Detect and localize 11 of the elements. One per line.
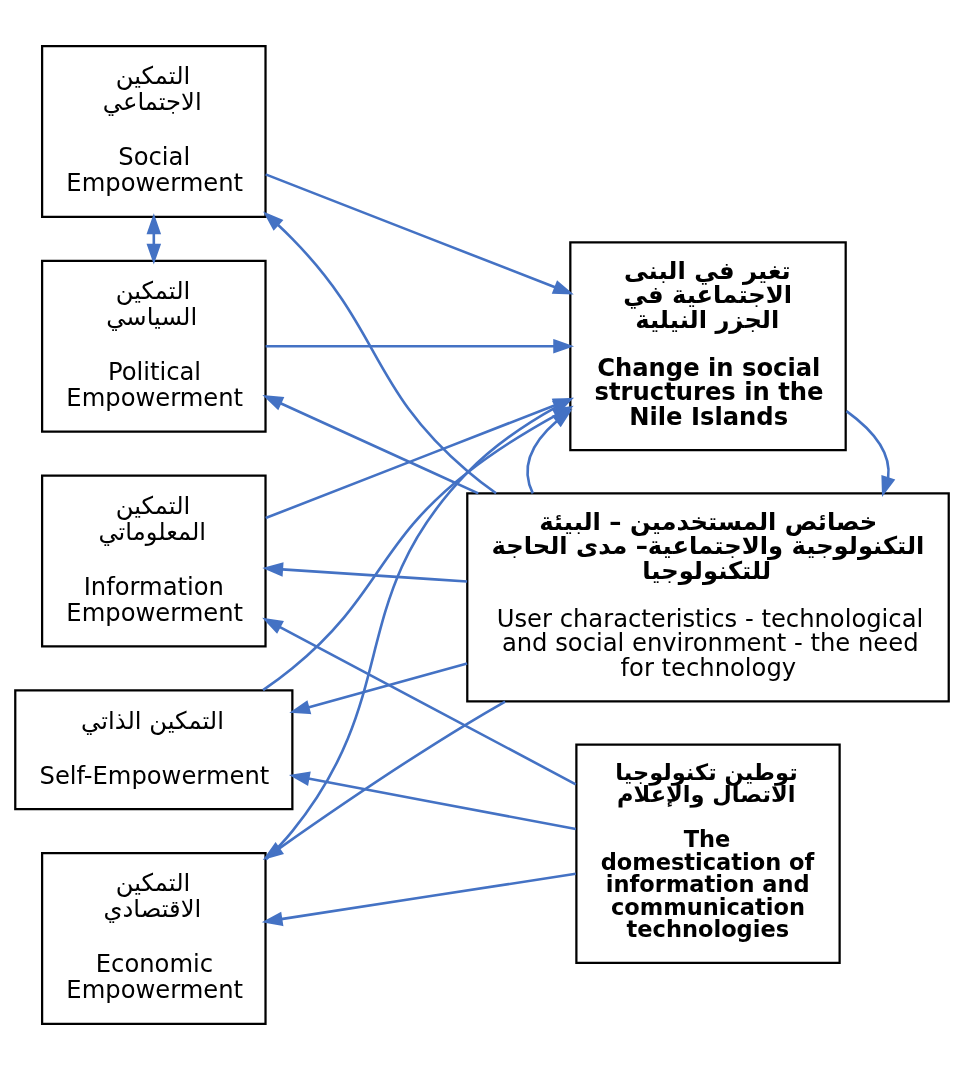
arrow: [845, 410, 896, 498]
arrow: [289, 662, 468, 715]
arrow: [146, 213, 162, 265]
arrow: [262, 394, 479, 495]
arrow: [263, 211, 497, 495]
arrow: [262, 617, 577, 786]
arrow: [288, 771, 576, 831]
arrow: [261, 872, 576, 927]
arrow: [265, 173, 574, 295]
arrow: [262, 562, 468, 583]
arrow: [265, 338, 575, 354]
